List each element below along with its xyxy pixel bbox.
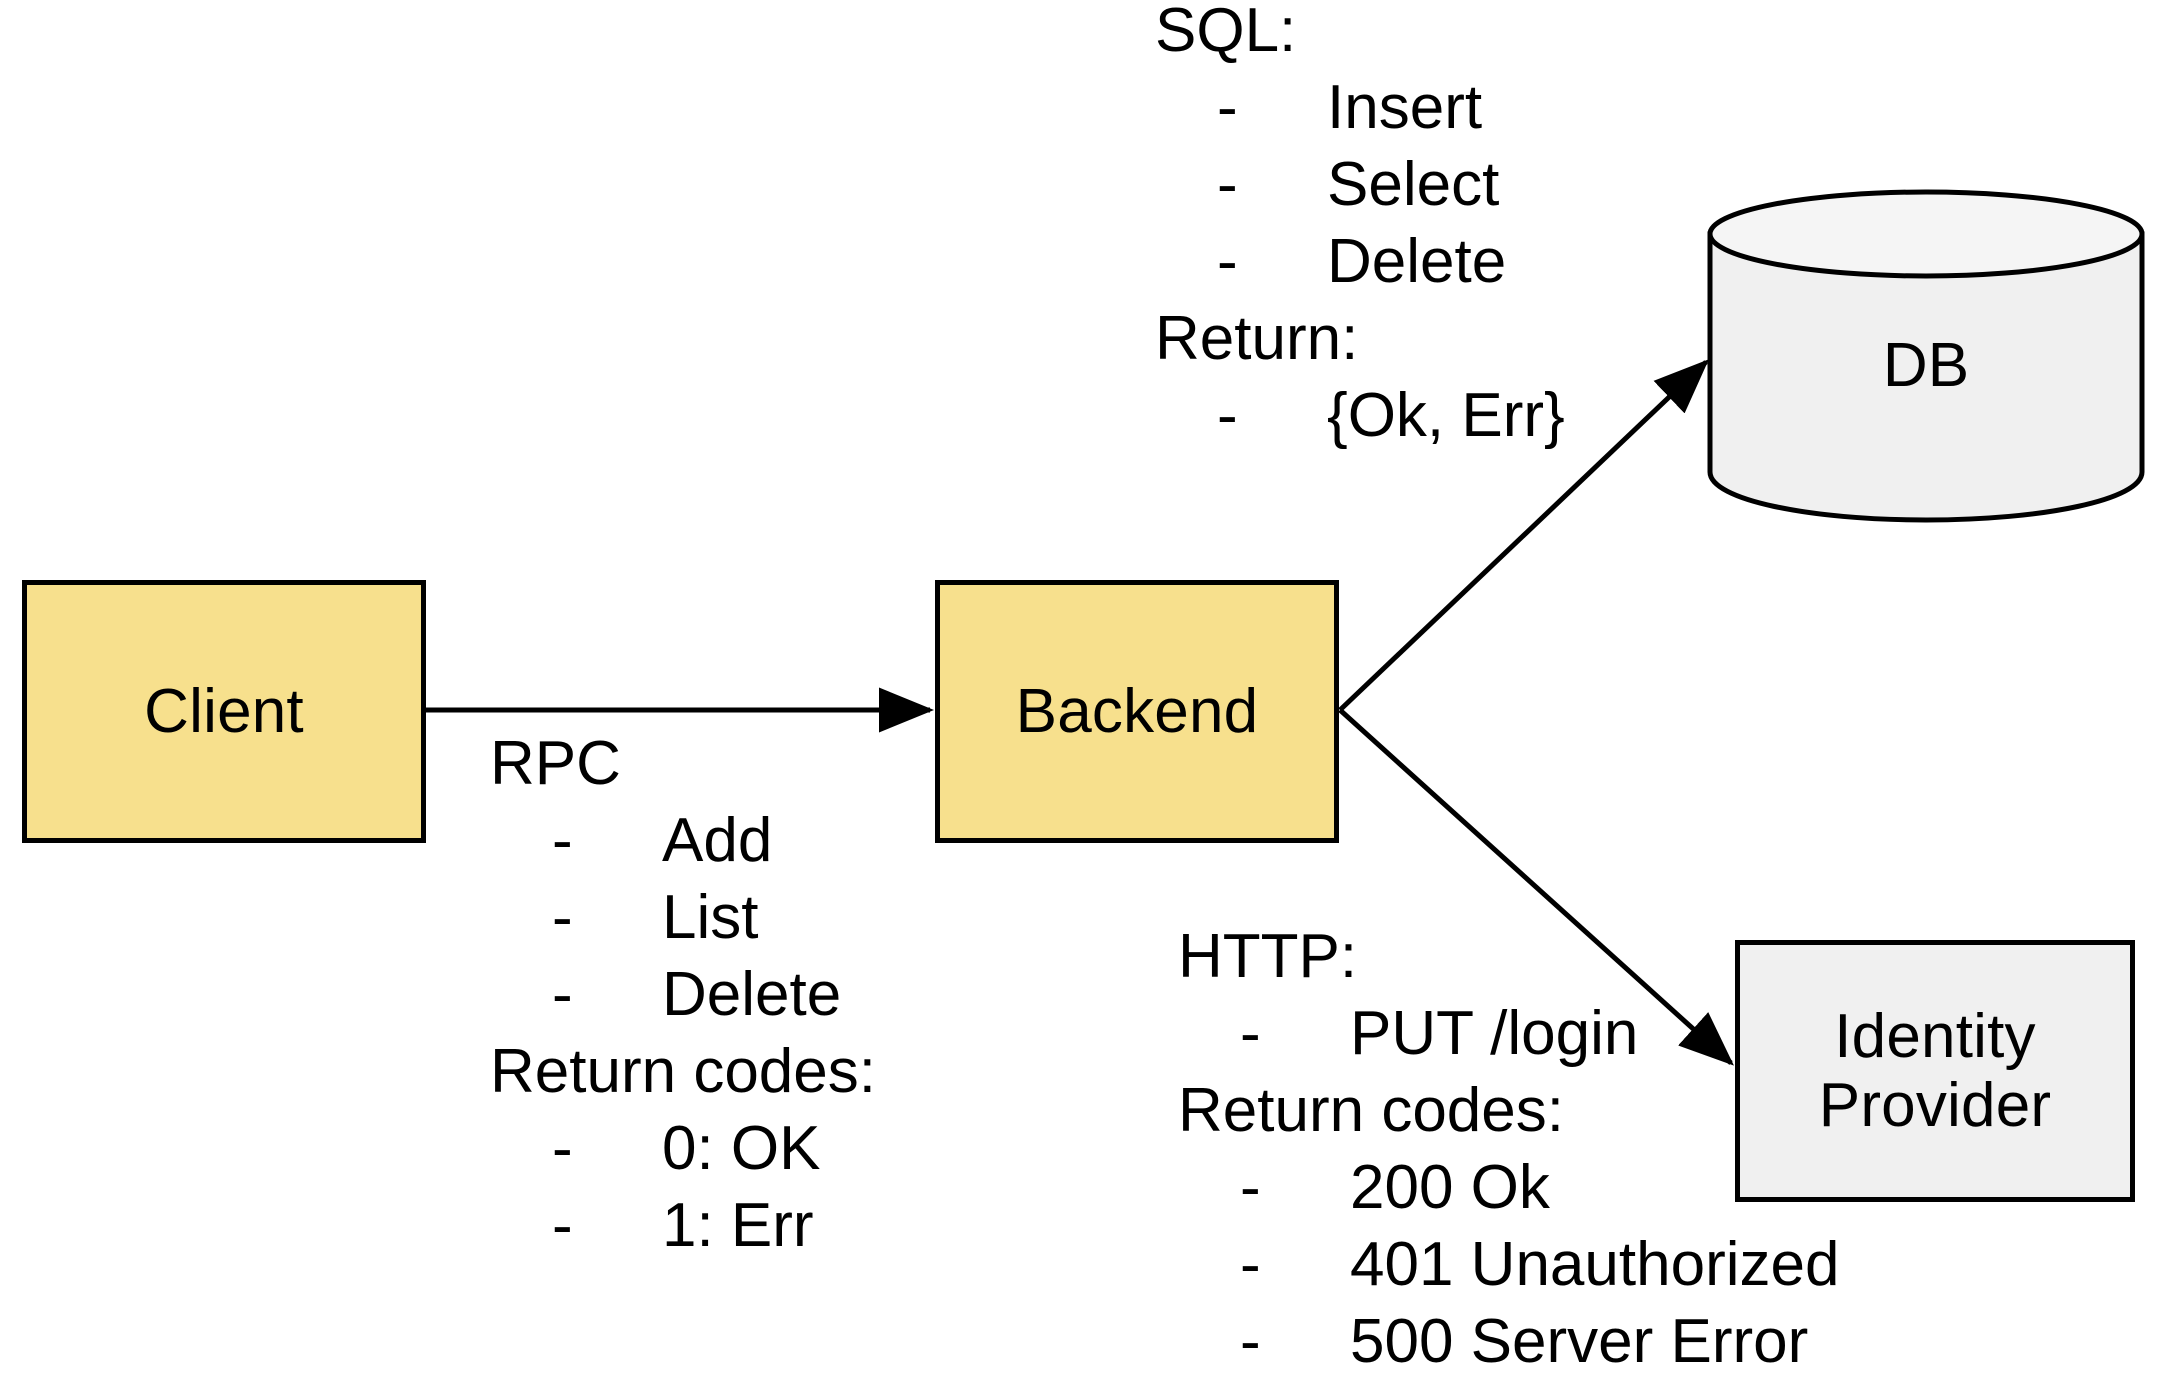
annotation-rpc-return-item-label: 0: OK bbox=[662, 1114, 821, 1183]
bullet-dash: - bbox=[552, 1114, 573, 1183]
node-backend-label: Backend bbox=[1015, 676, 1259, 746]
bullet-dash: - bbox=[1240, 1307, 1261, 1376]
annotation-rpc-item-label: List bbox=[662, 883, 759, 952]
annotation-rpc-heading: RPC bbox=[490, 729, 621, 798]
node-identity-provider-label: Identity Provider bbox=[1818, 1001, 2052, 1140]
node-client-label: Client bbox=[144, 676, 304, 746]
bullet-dash: - bbox=[552, 1191, 573, 1260]
annotation-http-heading: HTTP: bbox=[1178, 922, 1358, 991]
annotation-sql-item-label: Select bbox=[1327, 150, 1500, 219]
annotation-http-return-item-label: 500 Server Error bbox=[1350, 1307, 1809, 1376]
annotation-sql-return-item: - {Ok, Err} bbox=[1155, 377, 1565, 454]
node-backend[interactable]: Backend bbox=[935, 580, 1339, 843]
annotation-http-item: - PUT /login bbox=[1178, 995, 1839, 1072]
bullet-dash: - bbox=[1217, 227, 1238, 296]
bullet-dash: - bbox=[552, 806, 573, 875]
bullet-dash: - bbox=[552, 960, 573, 1029]
database-cylinder-icon bbox=[1707, 189, 2145, 523]
annotation-rpc-item-label: Add bbox=[662, 806, 773, 875]
annotation-http-return-item: - 401 Unauthorized bbox=[1178, 1226, 1839, 1303]
annotation-sql-item-label: Delete bbox=[1327, 227, 1507, 296]
annotation-http-return-item-label: 401 Unauthorized bbox=[1350, 1230, 1840, 1299]
annotation-sql: SQL: - Insert - Select - Delete Return: … bbox=[1155, 0, 1565, 454]
annotation-sql-item: - Delete bbox=[1155, 223, 1565, 300]
annotation-rpc-item: - Delete bbox=[490, 956, 876, 1033]
annotation-rpc-item: - List bbox=[490, 879, 876, 956]
annotation-rpc-item-label: Delete bbox=[662, 960, 842, 1029]
annotation-sql-return-heading: Return: bbox=[1155, 304, 1359, 373]
annotation-rpc-return-item: - 0: OK bbox=[490, 1110, 876, 1187]
annotation-rpc-return-item-label: 1: Err bbox=[662, 1191, 814, 1260]
node-client[interactable]: Client bbox=[22, 580, 426, 843]
annotation-sql-return-item-label: {Ok, Err} bbox=[1327, 381, 1565, 450]
annotation-http-item-label: PUT /login bbox=[1350, 999, 1639, 1068]
node-db-label: DB bbox=[1882, 331, 1970, 400]
annotation-http: HTTP: - PUT /login Return codes: - 200 O… bbox=[1178, 918, 1839, 1380]
annotation-rpc: RPC - Add - List - Delete Return codes: … bbox=[490, 725, 876, 1264]
annotation-http-return-heading: Return codes: bbox=[1178, 1076, 1564, 1145]
annotation-http-return-item: - 500 Server Error bbox=[1178, 1303, 1839, 1380]
annotation-http-return-item-label: 200 Ok bbox=[1350, 1153, 1550, 1222]
annotation-rpc-return-item: - 1: Err bbox=[490, 1187, 876, 1264]
annotation-sql-item: - Insert bbox=[1155, 69, 1565, 146]
annotation-sql-item: - Select bbox=[1155, 146, 1565, 223]
annotation-http-return-item: - 200 Ok bbox=[1178, 1149, 1839, 1226]
bullet-dash: - bbox=[1240, 1153, 1261, 1222]
annotation-rpc-return-heading: Return codes: bbox=[490, 1037, 876, 1106]
node-identity-provider[interactable]: Identity Provider bbox=[1735, 940, 2135, 1202]
bullet-dash: - bbox=[1217, 150, 1238, 219]
annotation-sql-item-label: Insert bbox=[1327, 73, 1483, 142]
bullet-dash: - bbox=[1217, 381, 1238, 450]
bullet-dash: - bbox=[552, 883, 573, 952]
node-db[interactable] bbox=[1700, 182, 2152, 527]
bullet-dash: - bbox=[1217, 73, 1238, 142]
annotation-sql-heading: SQL: bbox=[1155, 0, 1297, 65]
annotation-rpc-item: - Add bbox=[490, 802, 876, 879]
bullet-dash: - bbox=[1240, 999, 1261, 1068]
bullet-dash: - bbox=[1240, 1230, 1261, 1299]
